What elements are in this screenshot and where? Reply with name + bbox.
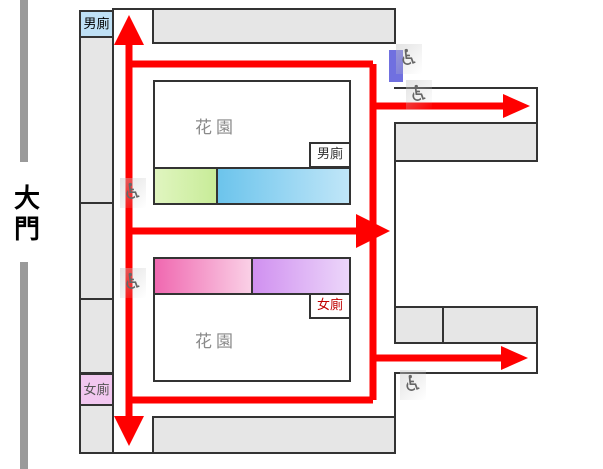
wheelchair-icon: ♿ bbox=[396, 44, 422, 74]
mens-toilet-garden-label: 男廁 bbox=[309, 142, 351, 168]
wheelchair-icon: ♿ bbox=[406, 80, 432, 110]
left-room-4 bbox=[79, 404, 114, 454]
corridor-wall-left-top bbox=[112, 8, 154, 10]
lower-bar-pink bbox=[153, 257, 253, 295]
lower-garden-label: 花園 bbox=[195, 332, 237, 352]
right-upper-wall bbox=[394, 87, 538, 89]
right-lower-wall-end bbox=[536, 342, 538, 374]
arrow-head-middle-east bbox=[356, 214, 390, 248]
arrow-head-north bbox=[114, 15, 144, 45]
wheelchair-icon: ♿ bbox=[120, 178, 146, 208]
right-lower-wall-side bbox=[394, 372, 396, 454]
womens-toilet-garden-label: 女廁 bbox=[309, 293, 351, 319]
left-room-3 bbox=[79, 298, 114, 374]
gate-wall-bottom bbox=[20, 262, 28, 469]
arrow-head-lower-east bbox=[501, 346, 528, 370]
gate-wall-top bbox=[20, 0, 28, 162]
wheelchair-icon: ♿ bbox=[120, 268, 146, 298]
right-upper-wall-end bbox=[536, 87, 538, 124]
left-room-2 bbox=[79, 202, 114, 300]
right-mid-wall bbox=[394, 160, 396, 308]
upper-bar-blue bbox=[216, 167, 351, 205]
right-building-upper bbox=[394, 122, 538, 162]
upper-bar-green bbox=[153, 167, 218, 205]
arrow-head-south bbox=[114, 416, 144, 446]
wheelchair-icon: ♿ bbox=[400, 370, 426, 400]
right-building-lower-a bbox=[394, 306, 444, 344]
main-gate-char-2: 門 bbox=[13, 215, 40, 245]
top-building bbox=[152, 8, 396, 44]
arrow-head-upper-east bbox=[503, 94, 530, 118]
upper-garden-label: 花園 bbox=[195, 118, 237, 138]
bottom-building bbox=[152, 416, 396, 454]
mens-toilet-top-label: 男廁 bbox=[79, 10, 114, 38]
right-lower-wall bbox=[394, 372, 538, 374]
main-gate-char-1: 大 bbox=[13, 184, 40, 214]
right-building-lower-b bbox=[442, 306, 538, 344]
lower-bar-purple bbox=[251, 257, 351, 295]
